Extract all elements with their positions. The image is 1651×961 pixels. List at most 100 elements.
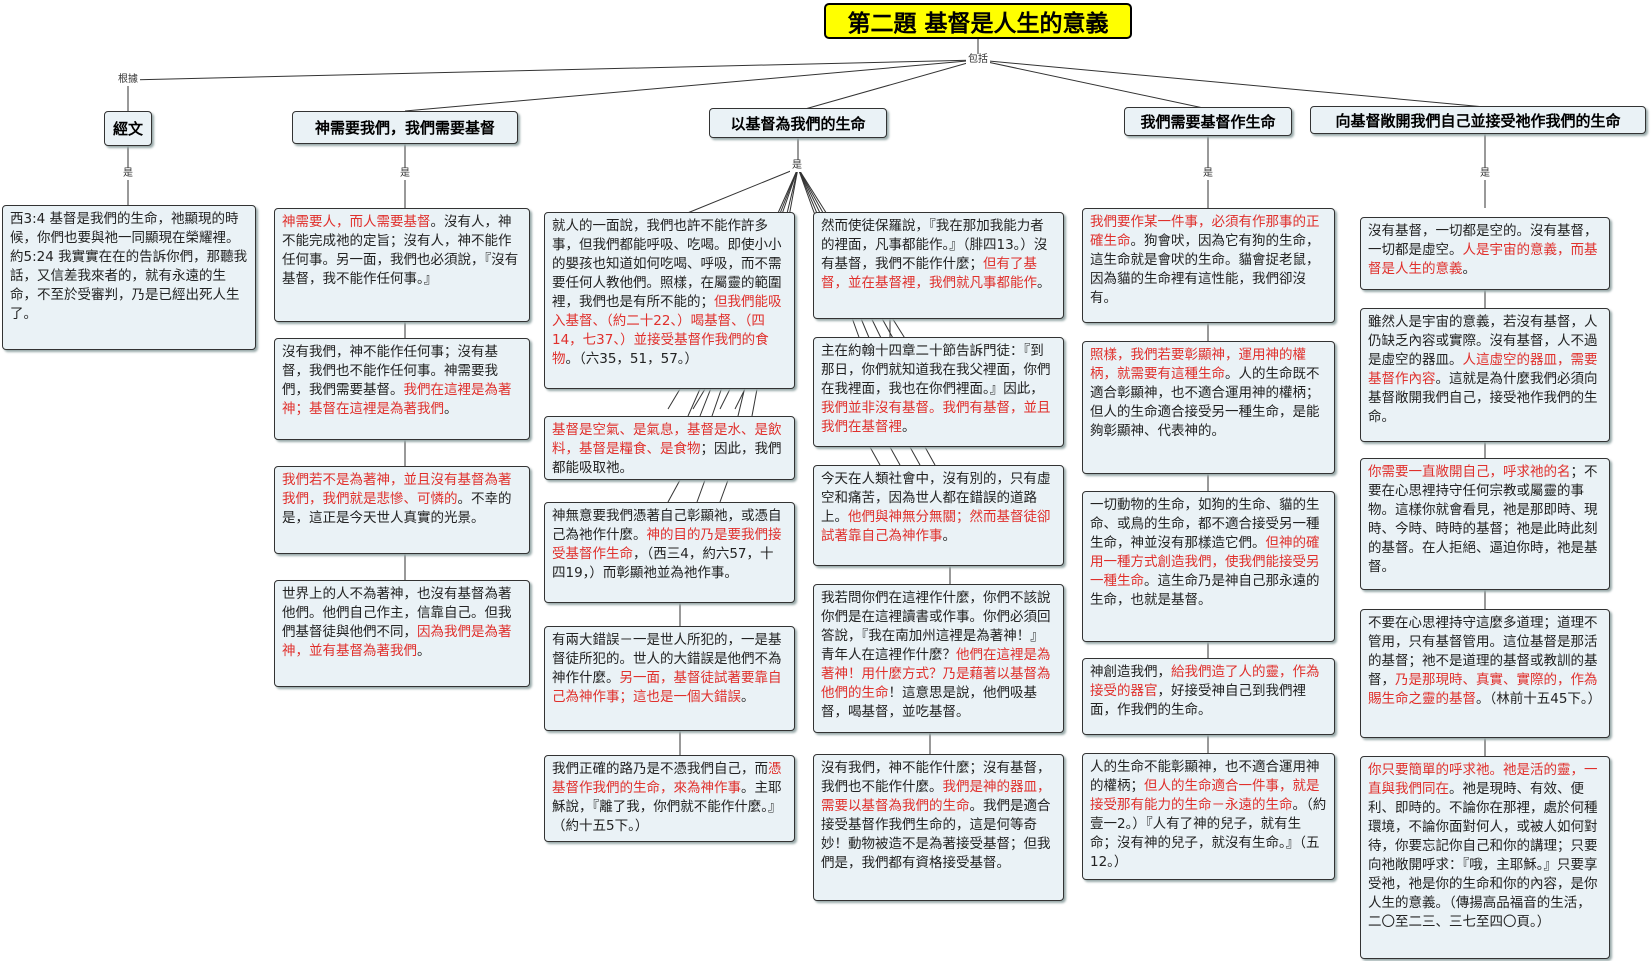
body-text: 。 — [444, 401, 458, 417]
body-text: ；不要在心思裡持守任何宗教或屬靈的事物。這樣你就會看見，祂是那即時、現時、今時、… — [1368, 464, 1598, 575]
text-box-christ-life-a3[interactable]: 神無意要我們憑著自己彰顯祂，或憑自己為祂作什麼。神的目的乃是要我們接受基督作生命… — [544, 502, 795, 603]
body-text: 雖然人是宇宙的意義，若沒有基督，人仍缺乏內容或實際。沒有基督，人不過是虛空的器皿… — [1368, 314, 1598, 368]
body-text: 。 — [1462, 261, 1477, 277]
text-box-god-needs-us-3[interactable]: 我們若不是為著神，並且沒有基督為著我們，我們就是悲慘、可憐的。不幸的是，這正是今… — [274, 466, 530, 554]
label-is-col3: 是 — [1201, 168, 1215, 180]
label-is-col4: 是 — [1478, 168, 1492, 180]
body-text: 。這生命乃是神自己那永遠的生命，也就是基督。 — [1090, 573, 1320, 608]
text-box-open-4[interactable]: 不要在心思裡持守這麼多道理；道理不管用，只有基督管用。這位基督是那活的基督；祂不… — [1360, 609, 1610, 738]
highlight-text: 但神的確用一種方式創造我們，使我們能接受另一種生命 — [1090, 535, 1320, 589]
body-text: 我若問你們在這裡作什麼，你們不該說你們是在這裡讀書或作事。你們必須回答說，『我在… — [821, 590, 1051, 663]
body-text: 。不幸的是，這正是今天世人真實的光景。 — [282, 491, 512, 526]
text-box-open-3[interactable]: 你需要一直敞開自己，呼求祂的名；不要在心思裡持守任何宗教或屬靈的事物。這樣你就會… — [1360, 458, 1610, 590]
highlight-text: 我們要作某一件事，必須有作那事的正確生命 — [1090, 214, 1320, 249]
highlight-text: 我們若不是為著神，並且沒有基督為著我們，我們就是悲慘、可憐的 — [282, 472, 512, 507]
body-text: 人的生命不能彰顯神，也不適合運用神的權柄； — [1090, 759, 1320, 794]
text-box-christ-life-b1[interactable]: 然而使徒保羅說，『我在那加我能力者的裡面，凡事都能作。』（腓四13。）沒有基督，… — [813, 212, 1064, 319]
body-text: 不要在心思裡持守這麼多道理；道理不管用，只有基督管用。這位基督是那活的基督；祂不… — [1368, 615, 1598, 688]
highlight-text: 你只要簡單的呼求祂。祂是活的靈，一直與我們同在 — [1368, 762, 1598, 797]
highlight-text: 神的目的乃是要我們接受基督作生命 — [552, 527, 782, 562]
highlight-text: 但有了基督，並在基督裡，我們就凡事都能作 — [821, 256, 1037, 291]
category-open-to-christ[interactable]: 向基督敞開我們自己並接受祂作我們的生命 — [1310, 106, 1646, 134]
category-need-christ-as-life[interactable]: 我們需要基督作生命 — [1124, 107, 1292, 136]
body-text: 。我們是適合接受基督作我們生命的，這是何等奇妙！動物被造不是為著接受基督；但我們… — [821, 798, 1051, 871]
text-box-christ-life-a5[interactable]: 我們正確的路乃是不憑我們自己，而憑基督作我們的生命，來為神作事。主耶穌說，『離了… — [544, 755, 795, 842]
body-text: 。主耶穌說，『離了我，你們就不能作什麼。』（約十五5下。） — [552, 780, 782, 834]
text-box-christ-life-b3[interactable]: 今天在人類社會中，沒有別的，只有虛空和痛苦，因為世人都在錯誤的道路上。他們與神無… — [813, 465, 1064, 566]
text-box-open-1[interactable]: 沒有基督，一切都是空的。沒有基督，一切都是虛空。人是宇宙的意義，而基督是人生的意… — [1360, 217, 1610, 290]
body-text: 。狗會吠，因為它有狗的生命，這生命就是會吠的生命。貓會捉老鼠，因為貓的生命裡有這… — [1090, 233, 1320, 306]
highlight-text: 人這虛空的器皿，需要基督作內容 — [1368, 352, 1598, 387]
highlight-text: 基督是空氣、是氣息，基督是水、是飲料，基督是糧食、是食物 — [552, 422, 782, 457]
highlight-text: 他們與神無分無關；然而基督徒卻試著靠自己為神作事 — [821, 509, 1051, 544]
text-box-christ-life-b5[interactable]: 沒有我們，神不能作什麼；沒有基督，我們也不能作什麼。我們是神的器皿，需要以基督為… — [813, 754, 1064, 901]
highlight-text: 因為我們是為著神，並有基督為著我們 — [282, 624, 512, 659]
label-based-on: 根據 — [116, 74, 140, 86]
highlight-text: 人是宇宙的意義，而基督是人生的意義 — [1368, 242, 1598, 277]
highlight-text: 照樣，我們若要彰顯神，運用神的權柄，就需要有這種生命 — [1090, 347, 1306, 382]
body-text: 沒有我們，神不能作任何事；沒有基督，我們也不能作任何事。神需要我們，我們需要基督… — [282, 344, 498, 398]
category-christ-as-life[interactable]: 以基督為我們的生命 — [709, 108, 887, 138]
body-text: 。（六35，51，57。） — [565, 351, 699, 367]
body-text: 主在約翰十四章二十節告訴門徒：『到那日，你們就知道我在我父裡面，你們在我裡面，我… — [821, 343, 1051, 397]
text-box-scripture[interactable]: 西3:4 基督是我們的生命，祂顯現的時候，你們也要與祂一同顯現在榮耀裡。約5:2… — [2, 205, 256, 350]
text-box-need-life-4[interactable]: 神創造我們，給我們造了人的靈，作為接受的器官，好接受神自己到我們裡面，作我們的生… — [1082, 658, 1335, 735]
body-text: 。 — [902, 419, 916, 435]
body-text: 西3:4 基督是我們的生命，祂顯現的時候，你們也要與祂一同顯現在榮耀裡。 — [10, 211, 240, 246]
category-god-needs-us[interactable]: 神需要我們，我們需要基督 — [292, 111, 518, 144]
text-box-god-needs-us-4[interactable]: 世界上的人不為著神，也沒有基督為著他們。他們自己作主，信靠自己。但我們基督徒與他… — [274, 580, 530, 687]
text-box-christ-life-b4[interactable]: 我若問你們在這裡作什麼，你們不該說你們是在這裡讀書或作事。你們必須回答說，『我在… — [813, 584, 1064, 733]
label-is-col0: 是 — [121, 168, 135, 180]
body-text: 。 — [942, 528, 957, 544]
text-box-christ-life-a2[interactable]: 基督是空氣、是氣息，基督是水、是飲料，基督是糧食、是食物；因此，我們都能吸取祂。 — [544, 416, 795, 480]
body-text: 。（林前十五45下。） — [1476, 691, 1602, 707]
text-box-need-life-2[interactable]: 照樣，我們若要彰顯神，運用神的權柄，就需要有這種生命。人的生命既不適合彰顯神，也… — [1082, 341, 1335, 474]
body-text: 沒有基督，一切都是空的。沒有基督，一切都是虛空。 — [1368, 223, 1598, 258]
body-text: 一切動物的生命，如狗的生命、貓的生命、或鳥的生命，都不適合接受另一種生命，神並沒… — [1090, 497, 1320, 551]
body-text: 。沒有人，神不能完成祂的定旨；沒有人，神不能作任何事。另一面，我們也必須說，『沒… — [282, 214, 519, 287]
label-is-col1: 是 — [398, 168, 412, 180]
text-box-christ-life-b2[interactable]: 主在約翰十四章二十節告訴門徒：『到那日，你們就知道我在我父裡面，你們在我裡面，我… — [813, 337, 1064, 447]
highlight-text: 憑基督作我們的生命，來為神作事 — [552, 761, 782, 796]
body-text: 。（約壹一2。）『人有了神的兒子，就有生命；沒有神的兒子，就沒有生命。』（五12… — [1090, 797, 1327, 870]
text-box-need-life-1[interactable]: 我們要作某一件事，必須有作那事的正確生命。狗會吠，因為它有狗的生命，這生命就是會… — [1082, 208, 1335, 323]
text-box-god-needs-us-1[interactable]: 神需要人，而人需要基督。沒有人，神不能完成祂的定旨；沒有人，神不能作任何事。另一… — [274, 208, 530, 322]
body-text: 神創造我們， — [1090, 664, 1171, 680]
label-is-col2: 是 — [790, 160, 804, 172]
highlight-text: 神需要人，而人需要基督 — [282, 214, 431, 230]
label-includes: 包括 — [966, 54, 990, 66]
highlight-text: 給我們造了人的靈，作為接受的器官 — [1090, 664, 1320, 699]
body-text: 就人的一面說，我們也許不能作許多事，但我們都能呼吸、吃喝。即使小小的嬰孩也知道如… — [552, 218, 782, 310]
body-text: 沒有我們，神不能作什麼；沒有基督，我們也不能作什麼。 — [821, 760, 1051, 795]
body-text: 今天在人類社會中，沒有別的，只有虛空和痛苦，因為世人都在錯誤的道路上。 — [821, 471, 1051, 525]
text-box-god-needs-us-2[interactable]: 沒有我們，神不能作任何事；沒有基督，我們也不能作任何事。神需要我們，我們需要基督… — [274, 338, 530, 440]
body-text: 。這就是為什麼我們必須向基督敞開我們自己，接受祂作我們的生命。 — [1368, 371, 1598, 425]
highlight-text: 你需要一直敞開自己，呼求祂的名 — [1368, 464, 1571, 480]
highlight-text: 我們在這裡是為著神；基督在這裡是為著我們 — [282, 382, 512, 417]
root-title[interactable]: 第二題 基督是人生的意義 — [824, 3, 1132, 39]
text-box-need-life-5[interactable]: 人的生命不能彰顯神，也不適合運用神的權柄；但人的生命適合一件事，就是接受那有能力… — [1082, 753, 1335, 880]
highlight-text: 另一面，基督徒試著要靠自己為神作事；這也是一個大錯誤 — [552, 670, 782, 705]
highlight-text: 我們並非沒有基督。我們有基督，並且我們在基督裡 — [821, 400, 1051, 435]
text-box-open-2[interactable]: 雖然人是宇宙的意義，若沒有基督，人仍缺乏內容或實際。沒有基督，人不過是虛空的器皿… — [1360, 308, 1610, 442]
body-text: 約5:24 我實實在在的告訴你們，那聽我話，又信差我來者的，就有永遠的生命，不至… — [10, 249, 248, 322]
text-box-need-life-3[interactable]: 一切動物的生命，如狗的生命、貓的生命、或鳥的生命，都不適合接受另一種生命，神並沒… — [1082, 491, 1335, 642]
body-text: 世界上的人不為著神，也沒有基督為著他們。他們自己作主，信靠自己。但我們基督徒與他… — [282, 586, 512, 640]
body-text: 。祂是現時、有效、便利、即時的。不論你在那裡，處於何種環境，不論你面對何人，或被… — [1368, 781, 1598, 930]
body-text: 。 — [1037, 275, 1051, 291]
highlight-text: 但人的生命適合一件事，就是接受那有能力的生命－永遠的生命 — [1090, 778, 1320, 813]
text-box-christ-life-a4[interactable]: 有兩大錯誤－一是世人所犯的，一是基督徒所犯的。世人的大錯誤是他們不為神作什麼。另… — [544, 626, 795, 731]
text-box-christ-life-a1[interactable]: 就人的一面說，我們也許不能作許多事，但我們都能呼吸、吃喝。即使小小的嬰孩也知道如… — [544, 212, 795, 389]
body-text: ！這意思是說，他們吸基督，喝基督，並吃基督。 — [821, 685, 1037, 720]
body-text: 神無意要我們憑著自己彰顯祂，或憑自己為祂作什麼。 — [552, 508, 782, 543]
body-text: ；因此，我們都能吸取祂。 — [552, 441, 782, 476]
body-text: ，好接受神自己到我們裡面，作我們的生命。 — [1090, 683, 1306, 718]
highlight-text: 但我們能吸入基督、（約二十22、）喝基督、（四14，七37、）並接受基督作我們的… — [552, 294, 782, 367]
body-text: 我們正確的路乃是不憑我們自己，而 — [552, 761, 768, 777]
body-text: ，（西三4，約六57，十四19，）而彰顯祂並為祂作事。 — [552, 546, 774, 581]
category-scripture[interactable]: 經文 — [104, 111, 152, 146]
highlight-text: 我們是神的器皿，需要以基督為我們的生命 — [821, 779, 1051, 814]
body-text: 。 — [417, 643, 431, 659]
highlight-text: 乃是那現時、真實、實際的，作為賜生命之靈的基督 — [1368, 672, 1598, 707]
text-box-open-5[interactable]: 你只要簡單的呼求祂。祂是活的靈，一直與我們同在。祂是現時、有效、便利、即時的。不… — [1360, 756, 1610, 959]
